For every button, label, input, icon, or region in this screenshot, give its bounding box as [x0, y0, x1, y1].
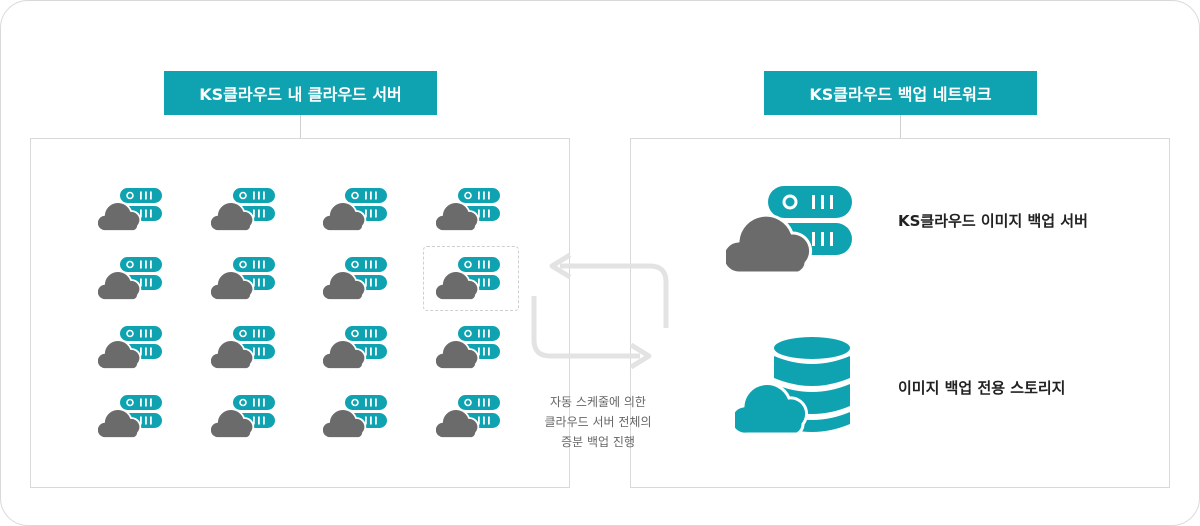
backup-server-label: KS클라우드 이미지 백업 서버: [898, 212, 1088, 230]
cloud-storage-icon: [735, 337, 850, 436]
cloud-server-icon: [210, 395, 275, 439]
caption-line-1: 자동 스케줄에 의한: [550, 395, 646, 409]
sync-arrows-icon: [531, 252, 669, 370]
cloud-server-icon: [435, 188, 500, 232]
cloud-server-icon: [98, 395, 162, 439]
left-header-connector: [300, 115, 301, 139]
backup-network-panel: [630, 138, 1170, 488]
right-header: KS클라우드 백업 네트워크: [764, 71, 1037, 115]
left-header: KS클라우드 내 클라우드 서버: [164, 71, 437, 115]
caption-line-2: 클라우드 서버 전체의: [544, 415, 652, 429]
backup-storage-label: 이미지 백업 전용 스토리지: [898, 379, 1066, 397]
cloud-server-icon: [435, 326, 500, 370]
cloud-server-icon: [210, 257, 275, 301]
cloud-server-icon: [98, 326, 162, 370]
cloud-server-icon: [98, 188, 162, 232]
cloud-server-icon: [323, 395, 387, 439]
sync-caption: 자동 스케줄에 의한 클라우드 서버 전체의 증분 백업 진행: [523, 392, 673, 452]
right-header-connector: [900, 115, 901, 139]
cloud-server-icon: [210, 326, 275, 370]
cloud-server-icon: [726, 186, 852, 275]
selected-server-frame: [423, 246, 519, 311]
cloud-server-icon: [435, 257, 500, 301]
cloud-server-icon: [210, 188, 275, 232]
cloud-server-icon: [98, 257, 162, 301]
cloud-server-icon: [435, 395, 500, 439]
cloud-server-icon: [323, 188, 387, 232]
caption-line-3: 증분 백업 진행: [561, 435, 635, 449]
cloud-server-icon: [323, 326, 387, 370]
cloud-server-icon: [323, 257, 387, 301]
